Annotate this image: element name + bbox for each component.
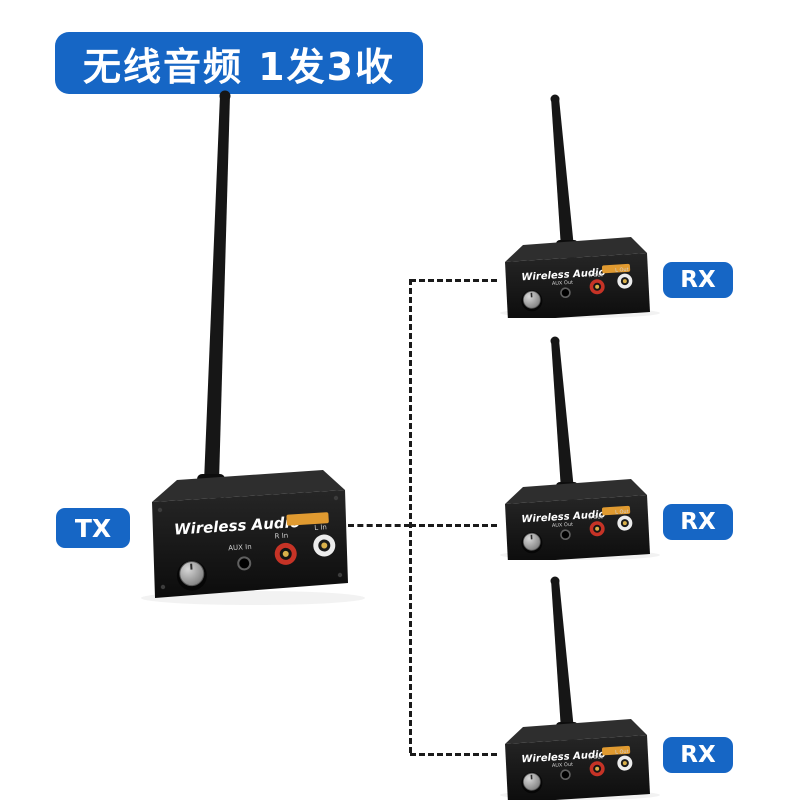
rx-label-badge-2: RX [663, 504, 733, 540]
connection-line-tx [348, 524, 410, 527]
rx-device-3 [499, 575, 661, 800]
title-banner: 无线音频 1发3收 [55, 32, 423, 94]
rx-label-badge-3: RX [663, 737, 733, 773]
tx-rca-red-port [274, 542, 297, 565]
tx-volume-knob [176, 560, 207, 591]
tx-model-badge [286, 512, 329, 526]
tx-l-label: L In [314, 523, 327, 532]
rx-device-2 [499, 335, 661, 560]
connection-line-vertical [409, 279, 412, 753]
tx-device: Wireless Audio AUX In R In L In [141, 90, 365, 605]
title-banner-text: 无线音频 1发3收 [82, 44, 396, 89]
tx-top-face [152, 470, 345, 502]
rx-device-1 [499, 93, 661, 318]
tx-aux-port [237, 556, 252, 571]
tx-label-badge: TX [56, 508, 130, 548]
tx-aux-label: AUX In [228, 543, 252, 552]
tx-r-label: R In [274, 532, 288, 541]
tx-antenna-icon [197, 90, 231, 498]
rx-label-badge-1: RX [663, 262, 733, 298]
tx-rca-white-port [313, 534, 336, 557]
connection-line-rx1 [410, 279, 497, 282]
tx-corner-screws [157, 495, 343, 590]
connection-line-rx2 [410, 524, 497, 527]
connection-line-rx3 [410, 753, 497, 756]
